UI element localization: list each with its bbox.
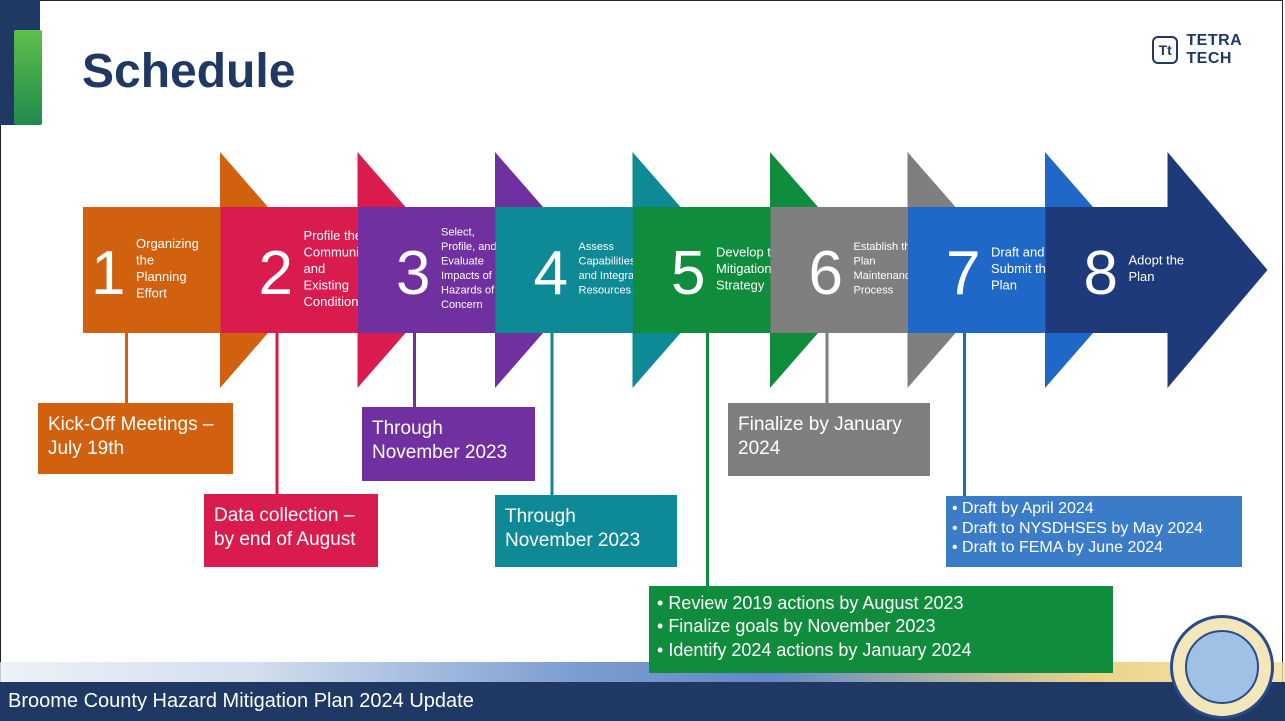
step-5-connector: [706, 320, 709, 586]
county-seal-center: [1185, 630, 1259, 704]
slide-title: Schedule: [82, 45, 296, 98]
step-8-arrow: [1045, 152, 1268, 388]
callout-step-4: Through November 2023: [495, 495, 677, 567]
callout-step-1-text: Kick-Off Meetings – July 19th: [48, 414, 214, 459]
step-3-number: 3: [396, 239, 430, 308]
title-accent-stripe: [14, 30, 42, 125]
callout-step-7-item: Draft to NYSDHSES by May 2024: [952, 519, 1236, 539]
callout-step-7: Draft by April 2024 Draft to NYSDHSES by…: [946, 496, 1242, 567]
logo-text: TETRA TECH: [1186, 32, 1242, 67]
callout-step-3: Through November 2023: [362, 407, 535, 481]
callout-step-2: Data collection – by end of August: [204, 494, 378, 567]
callout-step-7-item: Draft to FEMA by June 2024: [952, 538, 1236, 558]
callout-step-5-item: Finalize goals by November 2023: [657, 615, 1105, 638]
callout-step-2-text: Data collection – by end of August: [214, 505, 356, 550]
county-seal-icon: [1170, 615, 1274, 719]
callout-step-5: Review 2019 actions by August 2023 Final…: [649, 586, 1113, 673]
callout-step-6: Finalize by January 2024: [728, 403, 930, 476]
callout-step-5-item: Identify 2024 actions by January 2024: [657, 639, 1105, 662]
step-4-number: 4: [534, 239, 568, 308]
step-5-number: 5: [671, 239, 705, 308]
logo-mark: Tt: [1158, 42, 1172, 58]
callout-step-1: Kick-Off Meetings – July 19th: [38, 403, 233, 474]
callout-step-6-text: Finalize by January 2024: [738, 414, 902, 459]
callout-step-5-item: Review 2019 actions by August 2023: [657, 592, 1105, 615]
callout-step-7-item: Draft by April 2024: [952, 499, 1236, 519]
step-2-number: 2: [259, 239, 293, 308]
step-1-connector: [125, 320, 128, 403]
step-6-number: 6: [809, 239, 843, 308]
step-8-number: 8: [1084, 239, 1118, 308]
step-1-number: 1: [91, 239, 125, 308]
step-7-connector: [963, 320, 966, 496]
footer-text: Broome County Hazard Mitigation Plan 202…: [8, 690, 474, 712]
tetra-tech-logo-icon: Tt: [1152, 36, 1179, 64]
step-6-connector: [825, 320, 829, 403]
step-7-number: 7: [946, 239, 980, 308]
step-2-connector: [275, 320, 279, 494]
footer-bar: [0, 682, 1285, 721]
callout-step-3-text: Through November 2023: [372, 418, 508, 463]
step-3-connector: [413, 320, 416, 407]
callout-step-4-text: Through November 2023: [505, 506, 641, 551]
tetra-tech-logo: Tt TETRA TECH: [1152, 32, 1285, 68]
step-4-connector: [550, 320, 554, 495]
